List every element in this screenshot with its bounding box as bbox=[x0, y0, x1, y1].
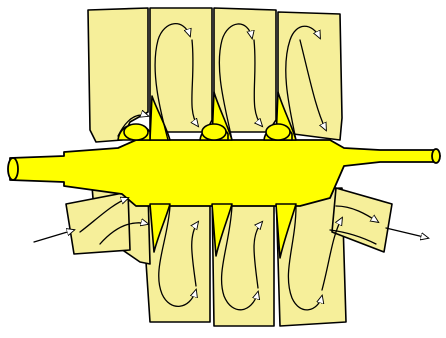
inlet-flow-arrow bbox=[34, 230, 74, 242]
shaft bbox=[8, 140, 440, 206]
outlet-flow-arrow bbox=[386, 228, 428, 238]
hub-eye-2 bbox=[202, 124, 226, 140]
inlet-chamber bbox=[88, 8, 148, 142]
shaft-body bbox=[10, 140, 440, 206]
shaft-left-end bbox=[8, 158, 18, 180]
hub-eye-3 bbox=[266, 124, 290, 140]
hub-eye-1 bbox=[124, 124, 148, 140]
shaft-right-end bbox=[432, 149, 440, 163]
